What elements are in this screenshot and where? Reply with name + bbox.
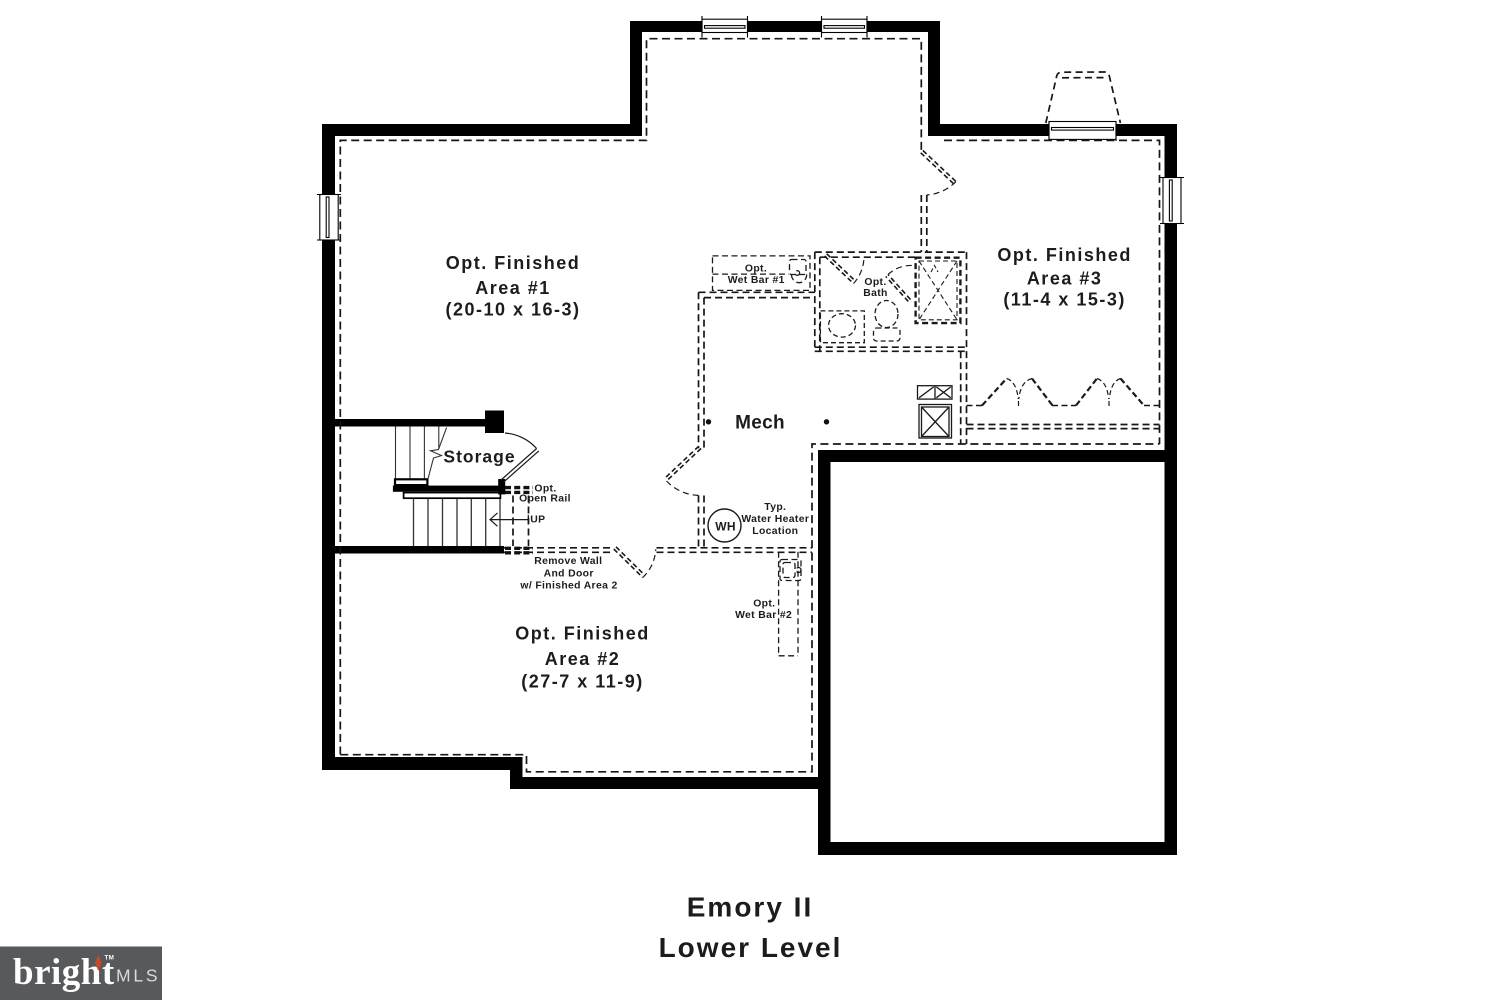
svg-text:Location: Location <box>752 526 798 537</box>
svg-text:UP: UP <box>530 515 545 526</box>
svg-text:Area #1: Area #1 <box>475 278 551 298</box>
svg-text:Opt. Finished: Opt. Finished <box>515 624 650 644</box>
svg-text:Mech: Mech <box>735 413 785 434</box>
svg-text:Opt.: Opt. <box>864 277 886 288</box>
svg-text:Typ.: Typ. <box>764 502 786 513</box>
svg-text:Storage: Storage <box>443 447 515 467</box>
svg-text:Area #3: Area #3 <box>1027 269 1103 289</box>
svg-text:(20-10 x 16-3): (20-10 x 16-3) <box>445 300 580 320</box>
svg-text:WH: WH <box>715 520 735 534</box>
svg-text:Wet Bar #1: Wet Bar #1 <box>728 275 785 286</box>
svg-text:Opt.: Opt. <box>745 264 767 275</box>
svg-text:Opt.: Opt. <box>753 598 775 609</box>
svg-text:Remove Wall: Remove Wall <box>534 556 602 567</box>
svg-text:Area #2: Area #2 <box>545 649 621 669</box>
svg-text:Opt. Finished: Opt. Finished <box>997 245 1132 265</box>
svg-text:Emory II: Emory II <box>687 892 813 923</box>
svg-text:Opt.: Opt. <box>534 484 556 495</box>
svg-text:w/ Finished Area 2: w/ Finished Area 2 <box>519 580 617 591</box>
svg-text:Open Rail: Open Rail <box>519 494 571 505</box>
svg-text:Water Heater: Water Heater <box>741 514 809 525</box>
svg-text:And Door: And Door <box>544 568 594 579</box>
svg-text:Lower Level: Lower Level <box>659 932 843 963</box>
svg-text:Opt. Finished: Opt. Finished <box>446 253 581 273</box>
svg-text:(11-4 x 15-3): (11-4 x 15-3) <box>1003 290 1126 310</box>
svg-text:TM: TM <box>105 955 115 962</box>
svg-text:(27-7 x 11-9): (27-7 x 11-9) <box>521 672 644 692</box>
svg-text:MLS: MLS <box>116 966 160 986</box>
svg-text:Bath: Bath <box>863 288 888 299</box>
svg-text:Wet Bar #2: Wet Bar #2 <box>735 610 792 621</box>
